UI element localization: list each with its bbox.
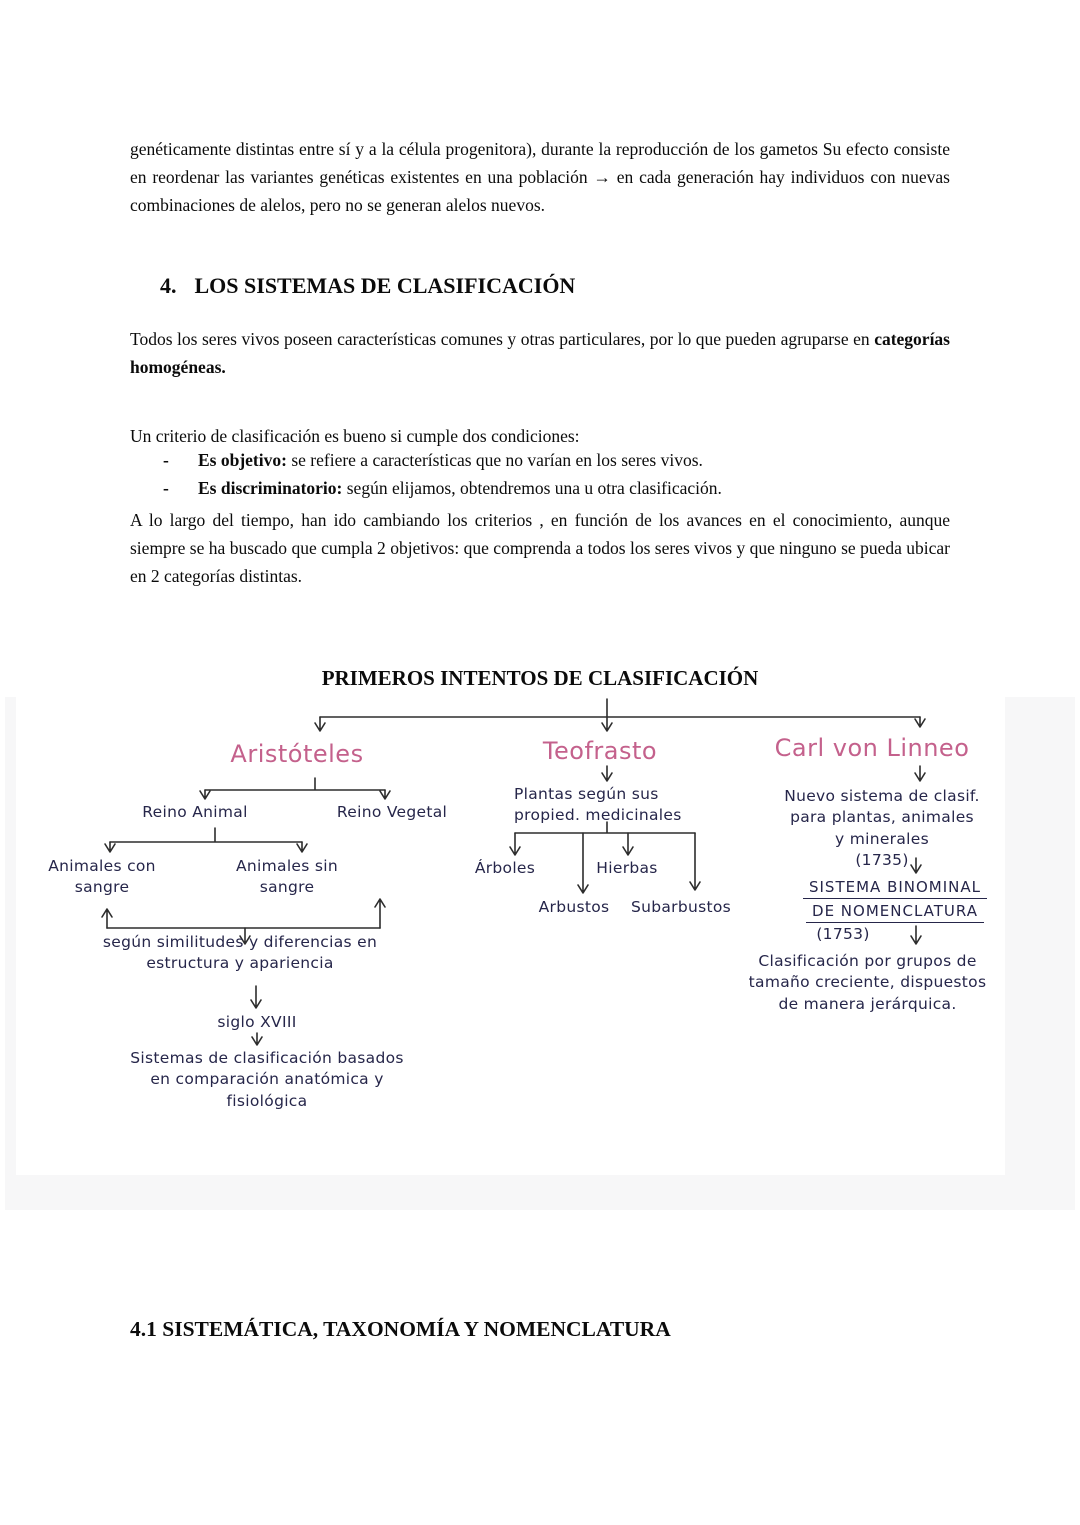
paragraph-alolargo: A lo largo del tiempo, han ido cambiando… bbox=[130, 509, 950, 586]
diagram-node-aristoteles: Aristóteles bbox=[230, 740, 364, 768]
section-4-number: 4. bbox=[160, 273, 177, 298]
diagram-node-similitudes: según similitudes y diferencias en estru… bbox=[75, 932, 405, 975]
node-line: DE NOMENCLATURA bbox=[806, 902, 984, 923]
diagram-node-animales-sin-sangre: Animales sin sangre bbox=[212, 856, 362, 899]
node-line: Clasificación por grupos de bbox=[758, 952, 977, 970]
scan-image-paper bbox=[16, 697, 1005, 1175]
diagram-node-nuevo-sistema: Nuevo sistema de clasif. para plantas, a… bbox=[762, 786, 1002, 872]
paragraph-todos-text: Todos los seres vivos poseen característ… bbox=[130, 328, 875, 349]
bullet-discriminatorio: - Es discriminatorio: según elijamos, obt… bbox=[163, 474, 953, 502]
node-line: estructura y apariencia bbox=[146, 954, 334, 973]
node-line: Nuevo sistema de clasif. bbox=[784, 787, 980, 805]
diagram-node-anio-1753: (1753) bbox=[816, 925, 870, 943]
diagram-node-reino-animal: Reino Animal bbox=[142, 803, 248, 821]
node-line: según similitudes y diferencias en bbox=[102, 933, 378, 951]
section-4-title: LOS SISTEMAS DE CLASIFICACIÓN bbox=[194, 273, 576, 298]
diagram-node-sistemas-basados: Sistemas de clasificación basados en com… bbox=[97, 1048, 437, 1112]
node-line: SISTEMA BINOMINAL bbox=[802, 878, 988, 899]
bullet-objetivo: - Es objetivo: se refiere a característic… bbox=[163, 446, 953, 474]
bullet-text: según elijamos, obtendremos una u otra c… bbox=[342, 478, 722, 498]
node-line: Plantas según sus bbox=[514, 785, 659, 803]
section-41-heading: 4.1 SISTEMÁTICA, TAXONOMÍA Y NOMENCLATUR… bbox=[130, 1317, 671, 1341]
section-4-heading: 4. LOS SISTEMAS DE CLASIFICACIÓN bbox=[160, 272, 960, 301]
diagram-node-arbustos: Arbustos bbox=[538, 898, 610, 916]
node-line: Animales con bbox=[48, 857, 156, 875]
diagram-node-animales-con-sangre: Animales con sangre bbox=[27, 856, 177, 899]
diagram-node-subarbustos: Subarbustos bbox=[630, 898, 732, 916]
bullet-dash: - bbox=[163, 450, 169, 470]
node-line: en comparación anatómica y bbox=[150, 1070, 384, 1089]
diagram-node-sistema-binominal: SISTEMA BINOMINAL bbox=[795, 877, 995, 899]
diagram-node-arboles: Árboles bbox=[474, 859, 536, 877]
diagram-node-reino-vegetal: Reino Vegetal bbox=[336, 803, 448, 821]
node-line: tamaño creciente, dispuestos bbox=[748, 973, 987, 992]
node-line: sangre bbox=[74, 878, 130, 897]
diagram-node-siglo-xviii: siglo XVIII bbox=[217, 1013, 297, 1031]
node-line: fisiológica bbox=[226, 1091, 308, 1110]
node-line: Sistemas de clasificación basados bbox=[130, 1049, 404, 1067]
node-line: sangre bbox=[259, 878, 315, 897]
paragraph-genetics: genéticamente distintas entre sí y a la … bbox=[130, 138, 950, 215]
node-line: y minerales bbox=[835, 829, 929, 848]
diagram-node-teofrasto: Teofrasto bbox=[542, 737, 658, 765]
bullet-dash: - bbox=[163, 478, 169, 498]
diagram-title: PRIMEROS INTENTOS DE CLASIFICACIÓN bbox=[321, 666, 759, 690]
diagram-node-carl-von-linneo: Carl von Linneo bbox=[774, 734, 970, 762]
diagram-node-clasificacion-grupos: Clasificación por grupos de tamaño creci… bbox=[725, 951, 1010, 1015]
diagram-node-plantas-medicinales: Plantas según sus propied. medicinales bbox=[514, 784, 724, 827]
paragraph-todos-bold: categorías homogéneas. bbox=[130, 328, 950, 377]
node-line: (1735) bbox=[855, 851, 909, 870]
diagram-node-hierbas: Hierbas bbox=[596, 859, 658, 877]
bullet-text: se refiere a características que no varí… bbox=[286, 450, 703, 470]
diagram-node-de-nomenclatura: DE NOMENCLATURA bbox=[800, 901, 990, 923]
node-line: propied. medicinales bbox=[514, 806, 682, 825]
node-line: Animales sin bbox=[236, 857, 338, 875]
node-line: para plantas, animales bbox=[790, 808, 974, 827]
paragraph-todos: Todos los seres vivos poseen característ… bbox=[130, 325, 950, 381]
bullet-label: Es objetivo: bbox=[198, 450, 287, 470]
paragraph-criterio: Un criterio de clasificación es bueno si… bbox=[130, 425, 580, 446]
node-line: de manera jerárquica. bbox=[778, 994, 957, 1013]
bullet-label: Es discriminatorio: bbox=[198, 478, 343, 498]
